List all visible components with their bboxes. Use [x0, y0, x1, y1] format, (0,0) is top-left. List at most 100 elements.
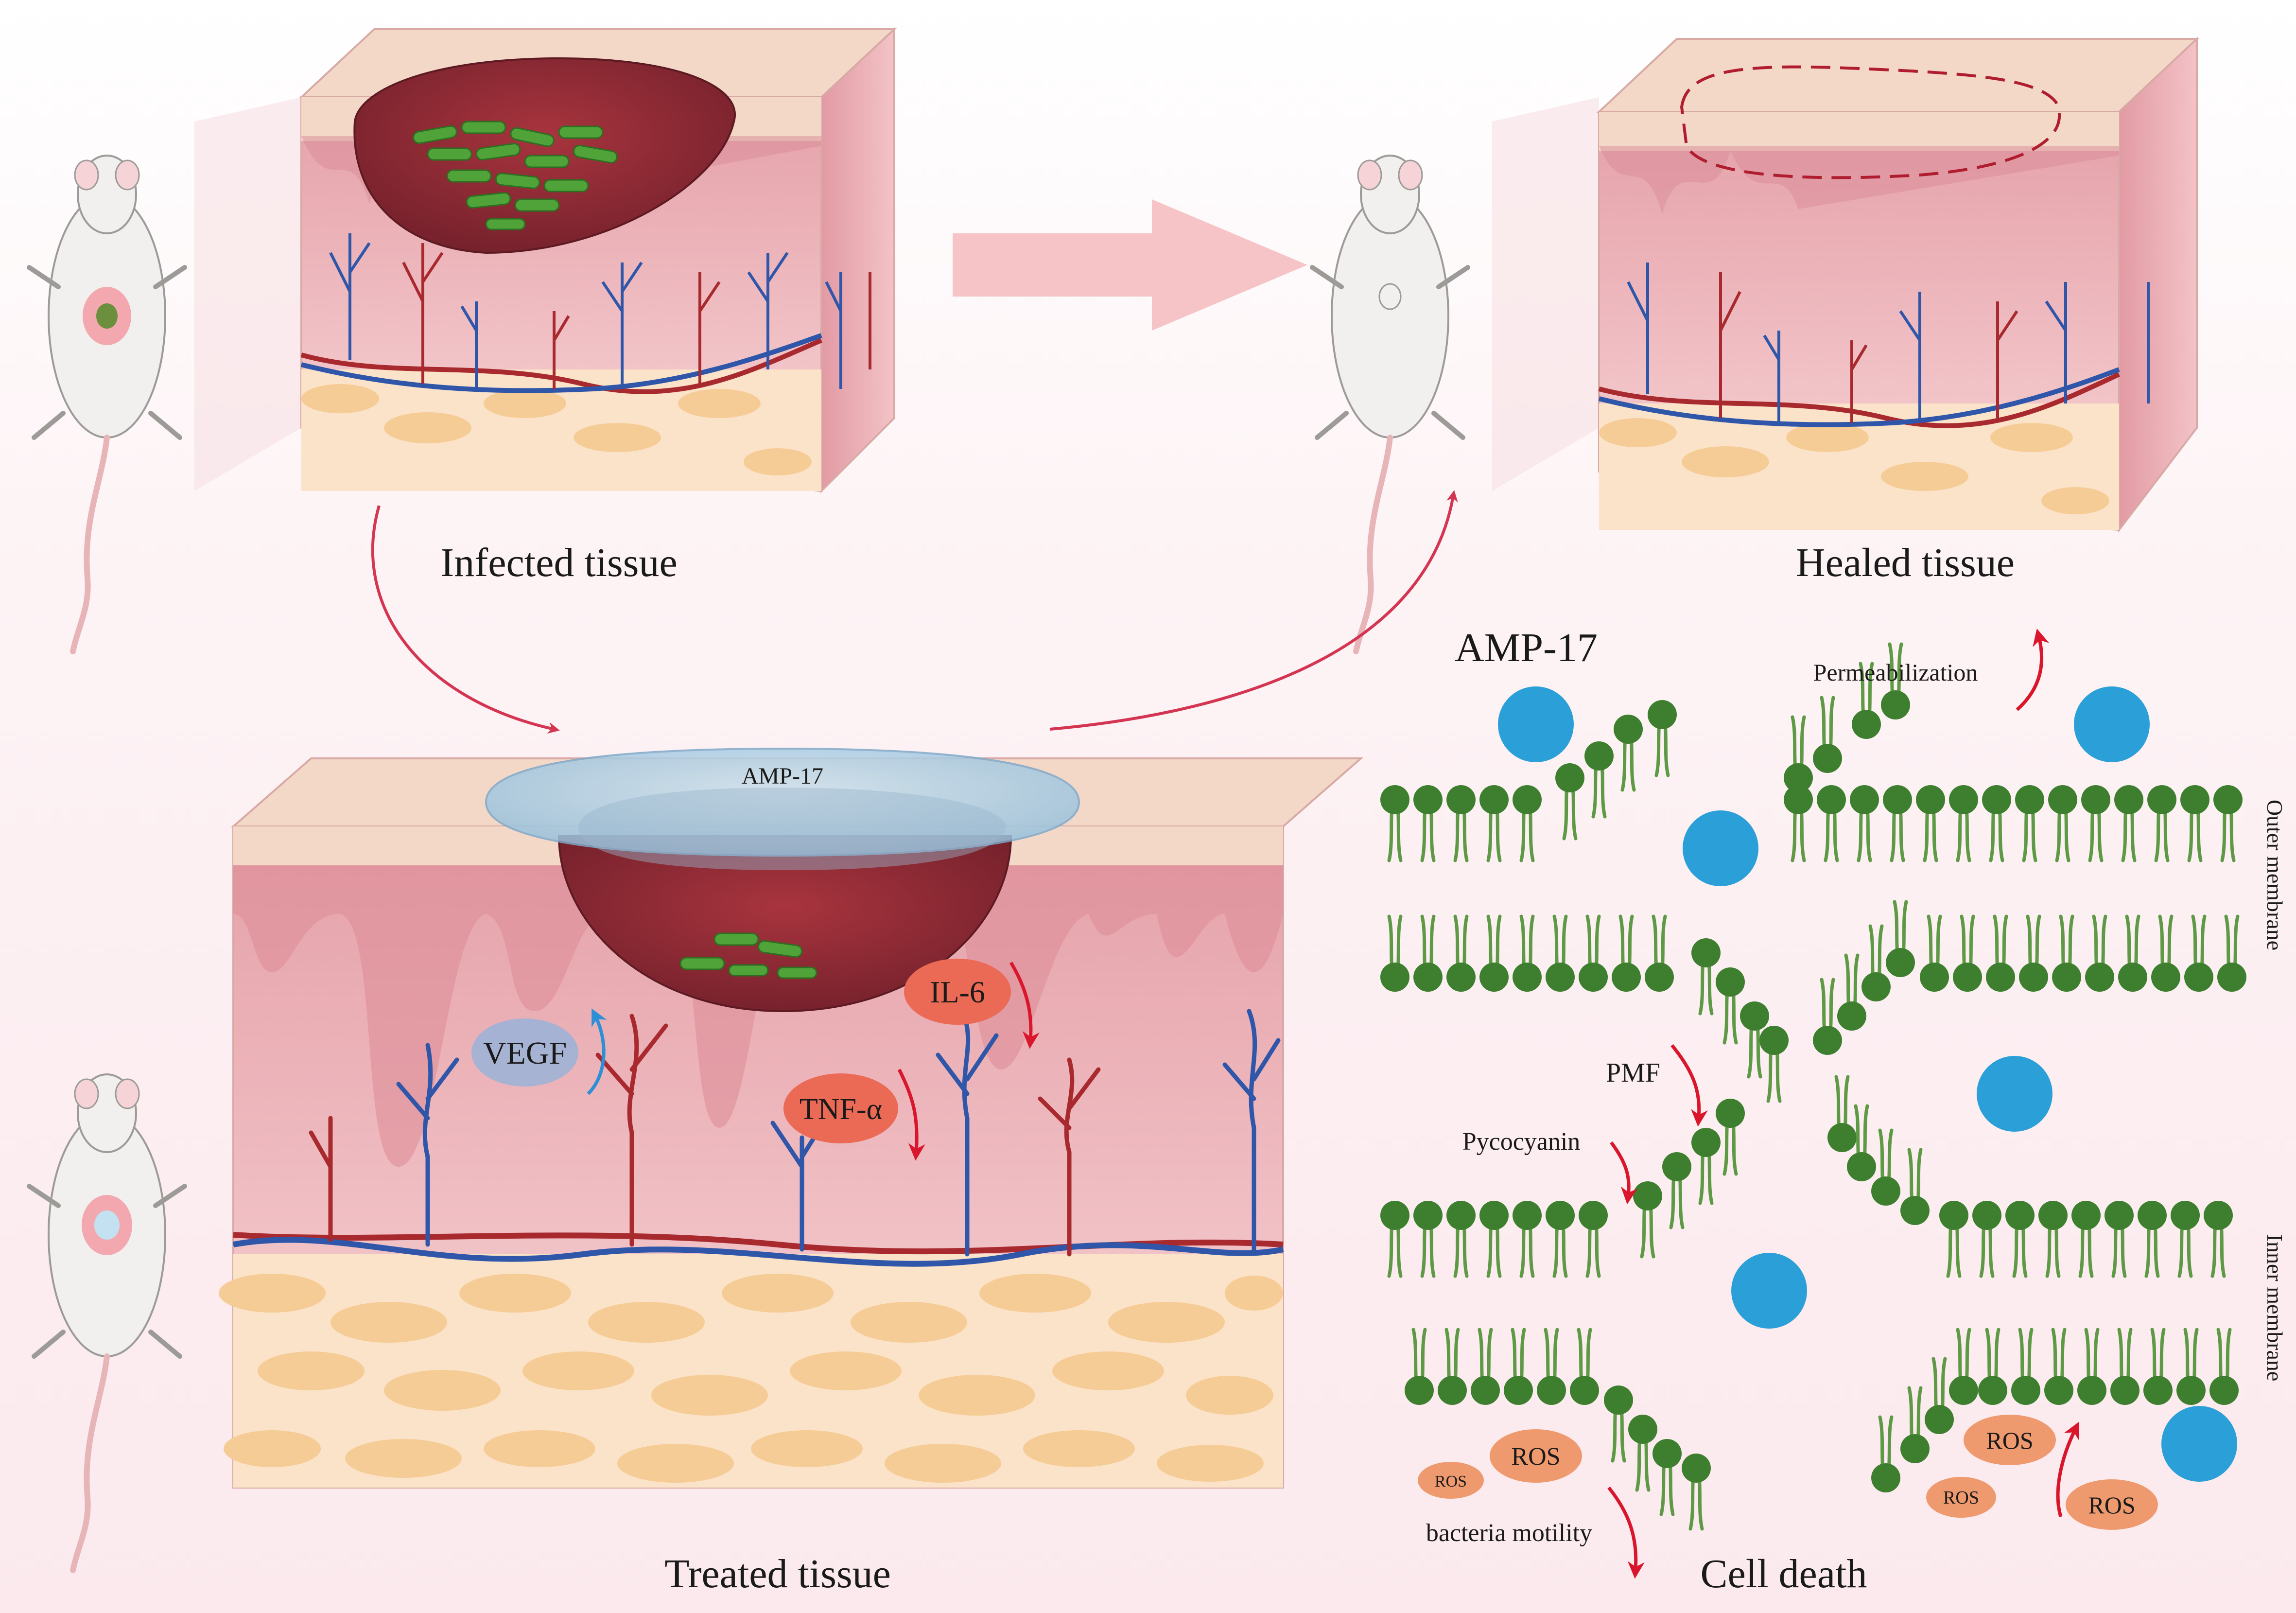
lipid-molecule	[1740, 1001, 1769, 1079]
lipid-molecule	[1916, 785, 1945, 862]
lipid-molecule	[1920, 914, 1949, 992]
infected-tissue-label: Infected tissue	[440, 540, 677, 585]
lipid-molecule	[1813, 978, 1842, 1055]
lipid-molecule	[1662, 1152, 1691, 1229]
permeabilization-up-arrow	[2016, 629, 2050, 711]
lipid-molecule	[2052, 914, 2081, 992]
treated-to-healed-arrow	[1049, 490, 1458, 731]
lipid-molecule	[1537, 1328, 1566, 1405]
amp17-particle	[1683, 810, 1758, 886]
lipid-molecule	[1604, 1385, 1633, 1463]
lipid-molecule	[2048, 785, 2077, 862]
lipid-molecule	[1871, 1128, 1900, 1206]
lipid-molecule	[1614, 715, 1643, 792]
lipid-molecule	[2105, 1201, 2134, 1278]
lipid-molecule	[1513, 914, 1542, 992]
lipid-molecule	[2118, 914, 2147, 992]
lipid-molecule	[1682, 1454, 1711, 1531]
lipid-molecule	[1446, 785, 1476, 862]
lipid-molecule	[1652, 1439, 1682, 1516]
lipid-molecule	[1881, 642, 1910, 719]
lipid-molecule	[2147, 785, 2176, 862]
il6-label: IL-6	[930, 975, 985, 1009]
il6-down-arrow	[1009, 962, 1040, 1049]
mouse-infected-icon	[27, 155, 187, 654]
lipid-molecule	[2176, 1328, 2206, 1405]
pmf-down-arrow	[1670, 1044, 1708, 1127]
ros-label: ROS	[2088, 1491, 2135, 1519]
lipid-molecule	[1691, 938, 1721, 1016]
pyocyanin-down-arrow	[1610, 1141, 1638, 1205]
ros-label: ROS	[1511, 1443, 1560, 1471]
treated-tissue-label: Treated tissue	[664, 1551, 891, 1596]
lipid-molecule	[2209, 1328, 2239, 1405]
lipid-molecule	[1628, 1415, 1657, 1492]
lipid-molecule	[1716, 1099, 1745, 1176]
lipid-molecule	[2011, 1328, 2040, 1405]
vegf-marker: VEGF	[471, 1008, 607, 1095]
ros-up-arrow	[2056, 1421, 2079, 1518]
lipid-molecule	[1886, 900, 1915, 977]
il6-marker: IL-6	[904, 959, 1040, 1049]
amp17-gel-label: AMP-17	[742, 763, 823, 789]
lipid-molecule	[1555, 763, 1584, 841]
lipid-molecule	[1817, 785, 1846, 862]
mouse-healed-icon	[1310, 155, 1470, 654]
lipid-molecule	[1446, 1201, 1476, 1278]
lipid-molecule	[1925, 1357, 1954, 1434]
lipid-molecule	[1949, 785, 1978, 862]
bacteria-motility-down-arrow	[1607, 1486, 1645, 1579]
lipid-molecule	[2180, 785, 2209, 862]
lipid-molecule	[2204, 1201, 2233, 1278]
lipid-molecule	[1827, 1075, 1857, 1152]
amp17-particle	[1731, 1253, 1807, 1329]
lipid-molecule	[1413, 914, 1443, 992]
lipid-molecule	[1479, 1201, 1509, 1278]
lipid-molecule	[1546, 1201, 1575, 1278]
lipid-molecule	[1784, 785, 1813, 862]
amp17-particle	[1498, 686, 1574, 762]
bacteria-motility-label: bacteria motility	[1426, 1519, 1592, 1547]
ros-label: ROS	[1943, 1488, 1979, 1508]
lipid-molecule	[1883, 785, 1912, 862]
lipid-molecule	[1939, 1201, 1968, 1278]
lipid-molecule	[2171, 1201, 2200, 1278]
amp17-legend-label: AMP-17	[1455, 625, 1598, 670]
permeabilization-label: Permeabilization	[1813, 659, 1978, 686]
mouse-treated-icon	[27, 1073, 187, 1573]
healed-tissue-block	[1492, 36, 2200, 533]
lipid-molecule	[1479, 914, 1509, 992]
lipid-molecule	[1513, 785, 1542, 862]
lipid-molecule	[1570, 1328, 1599, 1405]
lipid-molecule	[2151, 914, 2180, 992]
ros-label: ROS	[1435, 1473, 1467, 1490]
lipid-molecule	[1612, 914, 1641, 992]
tnf-label: TNF-α	[800, 1093, 882, 1126]
lipid-molecule	[2085, 914, 2114, 992]
pmf-label: PMF	[1606, 1058, 1660, 1088]
lipid-molecule	[1691, 1128, 1721, 1205]
lipid-molecule	[2114, 785, 2143, 862]
lipid-molecule	[1405, 1328, 1434, 1405]
healed-wound-outline	[1680, 65, 2061, 179]
lipid-molecule	[1953, 914, 1982, 992]
lipid-molecule	[1982, 785, 2011, 862]
lipid-molecule	[2019, 914, 2048, 992]
lipid-molecule	[1716, 967, 1745, 1045]
tnf-marker: TNF-α	[783, 1069, 925, 1161]
lipid-molecule	[1380, 914, 1409, 992]
lipid-molecule	[2217, 914, 2246, 992]
ros-label: ROS	[1986, 1427, 2033, 1454]
lipid-molecule	[1446, 914, 1476, 992]
tnf-down-arrow	[897, 1069, 925, 1161]
lipid-molecule	[1645, 914, 1674, 992]
vegf-label: VEGF	[483, 1035, 567, 1071]
lipid-molecule	[1513, 1201, 1542, 1278]
inner-membrane-label: Inner membrane	[2262, 1234, 2287, 1382]
lipid-molecule	[1438, 1328, 1467, 1405]
lipid-molecule	[2015, 785, 2044, 862]
membrane-bilayers	[1380, 642, 2246, 1531]
lipid-molecule	[1584, 741, 1614, 819]
lipid-molecule	[1813, 696, 1842, 773]
